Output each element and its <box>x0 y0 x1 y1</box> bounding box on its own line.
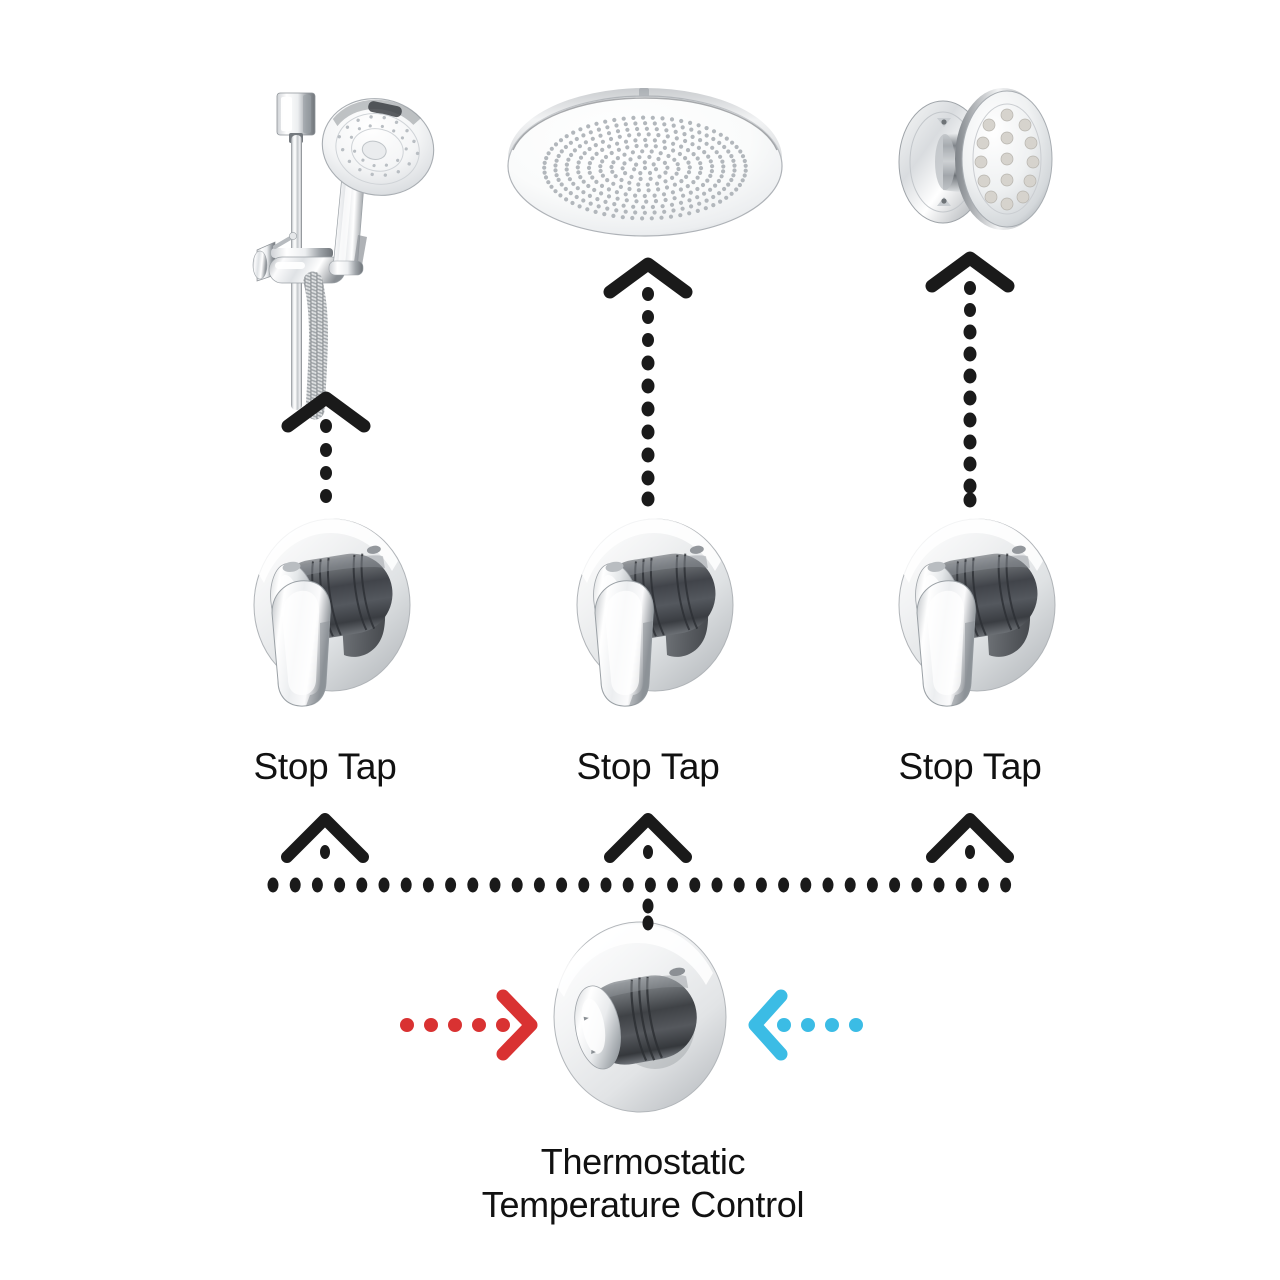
thermostatic-label-line2: Temperature Control <box>481 1184 805 1225</box>
chevron-up-left-icon <box>281 813 369 863</box>
chevron-up-right-icon <box>926 813 1014 863</box>
rail-wall-bracket-top-icon <box>276 92 316 143</box>
body-jet-fixings-icon <box>937 118 951 206</box>
stop-tap-label-left: Stop Tap <box>253 746 397 787</box>
handset-spray-face-icon <box>321 98 435 196</box>
stop-tap-label-middle: Stop Tap <box>576 746 720 787</box>
horizontal-dotted-bus <box>267 877 1012 893</box>
hot-water-inlet-arrow <box>400 989 538 1061</box>
thermostatic-control-icon <box>553 921 727 1113</box>
stop-tap-valve-middle-icon <box>576 517 734 708</box>
flow-arrow-middle-outlet <box>603 257 693 507</box>
stop-tap-valve-left-icon <box>253 517 411 708</box>
slide-rail-shower-kit-icon <box>252 92 435 420</box>
flow-arrow-left-outlet <box>281 391 371 503</box>
cold-water-inlet-arrow <box>748 989 863 1061</box>
thermostatic-label-line1: Thermostatic <box>540 1141 746 1182</box>
rainfall-shower-head-icon <box>507 88 783 237</box>
chevron-right-hot-icon <box>496 989 538 1061</box>
stop-tap-label-right: Stop Tap <box>898 746 1042 787</box>
shower-hose-icon <box>303 271 328 420</box>
flow-arrow-right-outlet <box>925 251 1015 508</box>
chevron-left-cold-icon <box>748 989 788 1061</box>
rail-slider-bracket-icon <box>252 232 346 284</box>
rain-head-nozzles-icon <box>542 115 748 221</box>
body-jet-nozzles-icon <box>974 108 1040 211</box>
chevron-up-middle-icon <box>604 813 692 863</box>
body-jet-icon <box>898 88 1053 230</box>
flow-manifold-to-stop-taps <box>267 813 1014 931</box>
stop-tap-valve-right-icon <box>898 517 1056 708</box>
